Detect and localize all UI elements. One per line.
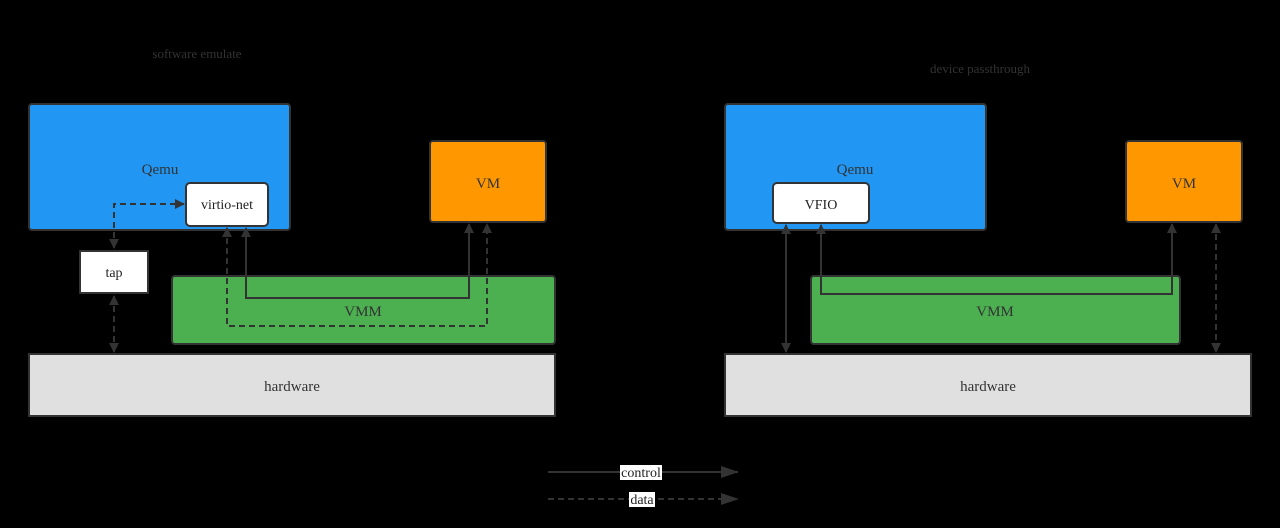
legend-data-label-bg <box>629 492 655 507</box>
legend-data: data <box>548 492 739 508</box>
virtio-net-label: virtio-net <box>201 198 253 213</box>
tap-box <box>79 250 149 294</box>
left-qemu-label: Qemu <box>142 162 179 178</box>
right-hardware-box <box>724 353 1252 417</box>
software-emulate-diagram: software emulate hardware VMM Qemu virti… <box>28 46 556 417</box>
legend-control-label: control <box>621 466 661 481</box>
right-hardware-label: hardware <box>960 379 1016 395</box>
legend-control: control <box>548 465 739 481</box>
software-emulate-title: software emulate <box>152 46 241 61</box>
right-vm-box <box>1125 140 1243 223</box>
left-vm-box <box>429 140 547 223</box>
device-passthrough-title: device passthrough <box>930 61 1031 76</box>
left-hardware-box <box>28 353 556 417</box>
left-hardware-label: hardware <box>264 379 320 395</box>
device-passthrough-diagram: device passthrough hardware VMM Qemu VFI… <box>724 61 1252 417</box>
right-qemu-label: Qemu <box>837 162 874 178</box>
right-vmm-label: VMM <box>976 304 1014 320</box>
virtio-vm-control-arrow <box>241 223 474 299</box>
right-vm-label: VM <box>1172 176 1196 192</box>
left-vmm-label: VMM <box>344 304 382 320</box>
tap-to-virtio-data-arrow <box>109 199 185 249</box>
tap-label: tap <box>105 266 122 281</box>
legend-control-label-bg <box>620 465 662 480</box>
legend-data-label: data <box>630 493 654 508</box>
legend: control data <box>548 465 739 508</box>
vfio-vm-control-arrow <box>816 223 1177 295</box>
vfio-label: VFIO <box>805 198 838 213</box>
left-vm-label: VM <box>476 176 500 192</box>
